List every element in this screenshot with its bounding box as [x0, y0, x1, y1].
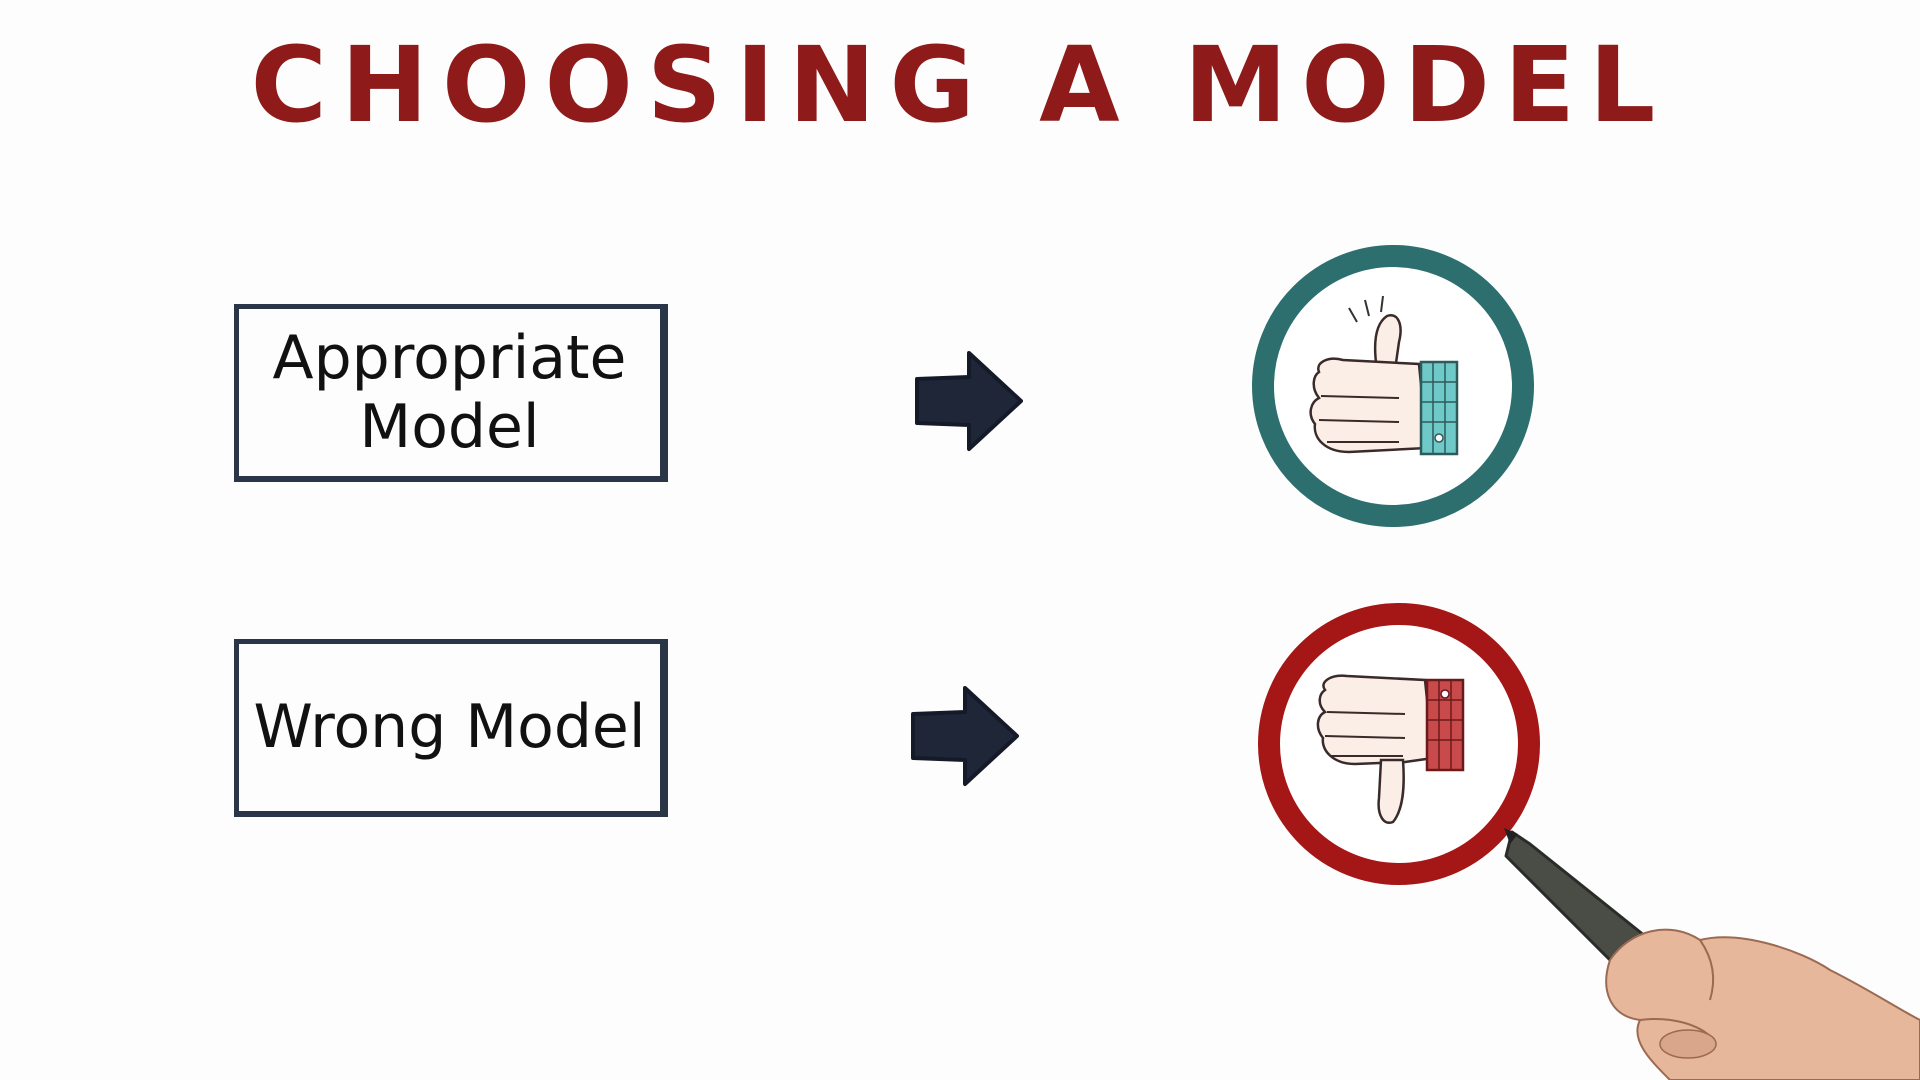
thumbs-up-icon	[1309, 295, 1459, 456]
thumbs-up-badge	[1252, 245, 1534, 527]
thumbs-down-badge	[1258, 603, 1540, 885]
appropriate-model-label: Appropriate Model	[272, 322, 627, 462]
thumbs-down-icon	[1316, 674, 1465, 825]
page-title: CHOOSING A MODEL	[250, 24, 1670, 146]
appropriate-model-box: Appropriate Model	[234, 304, 668, 482]
hand-holding-marker-icon	[1504, 828, 1920, 1080]
appropriate-model-label-line2: Model	[359, 391, 540, 462]
appropriate-model-label-line1: Appropriate	[272, 322, 627, 393]
wrong-model-box: Wrong Model	[234, 639, 668, 817]
wrong-model-label-line1: Wrong Model	[253, 692, 646, 762]
wrong-model-label: Wrong Model	[253, 693, 645, 762]
right-arrow-icon	[911, 686, 1019, 786]
right-arrow-icon	[915, 351, 1023, 451]
